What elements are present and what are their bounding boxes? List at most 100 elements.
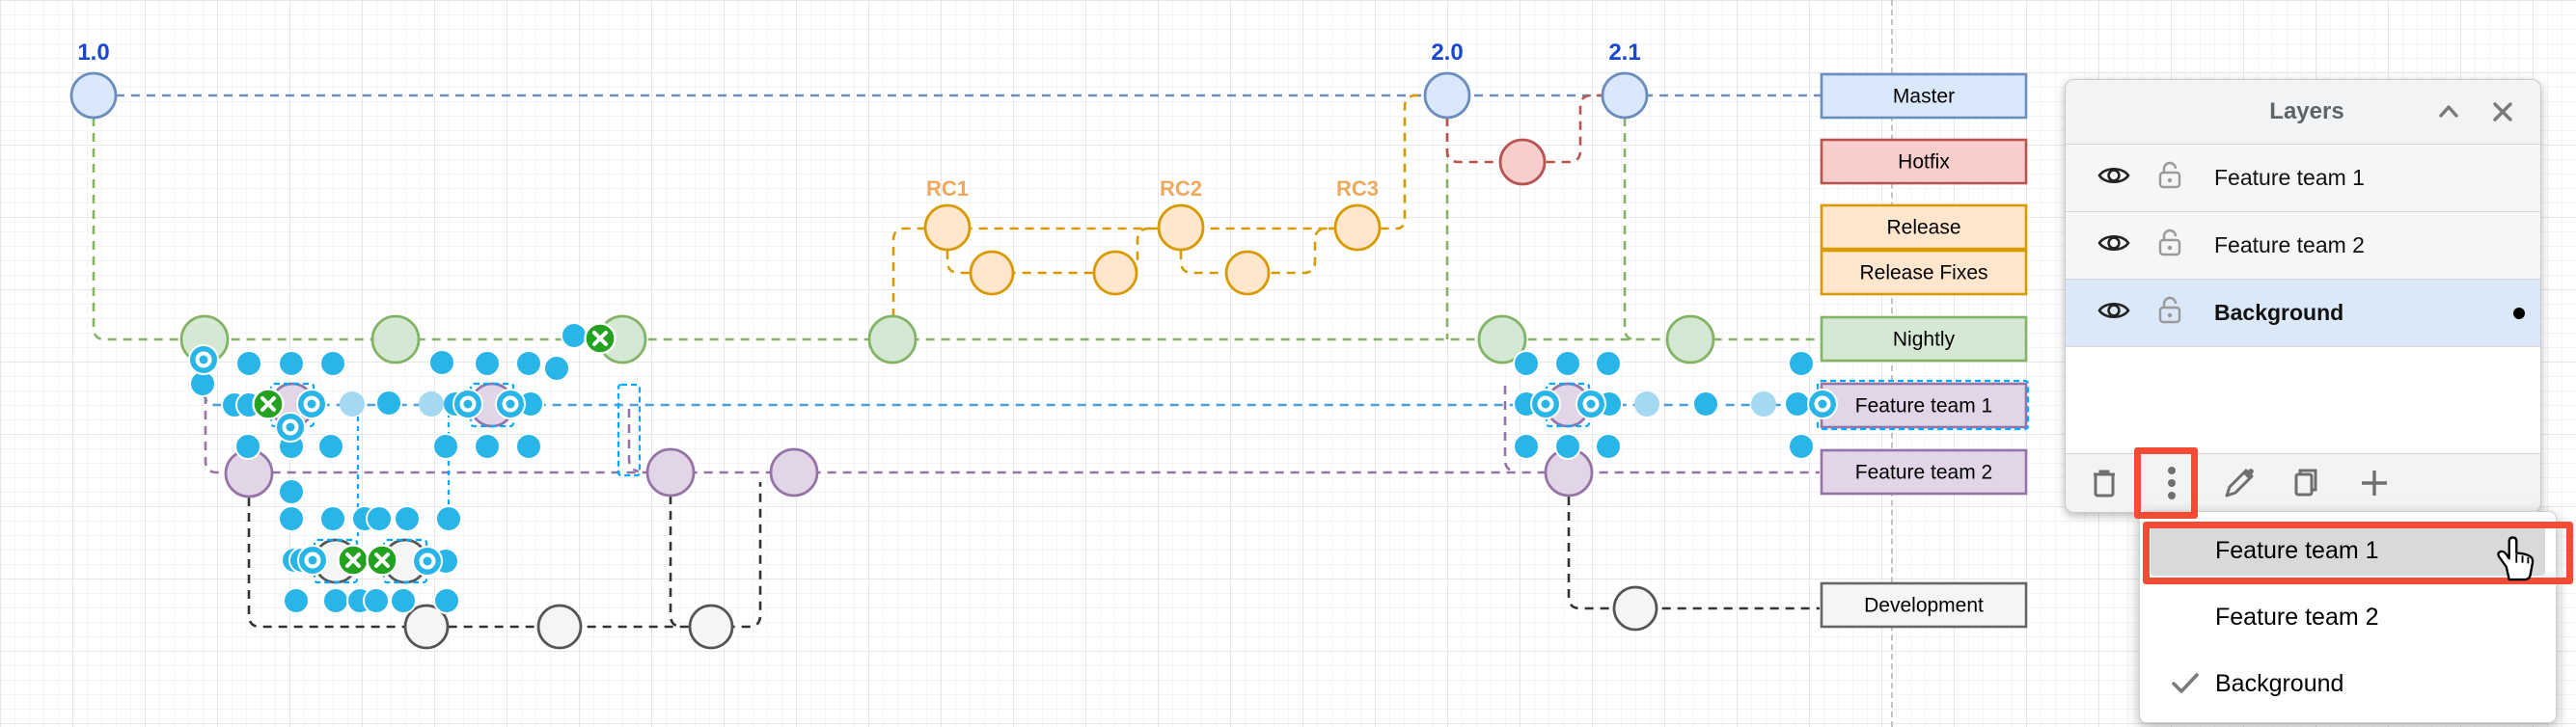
selection-handle[interactable] bbox=[283, 587, 310, 614]
commit-node[interactable] bbox=[969, 250, 1015, 296]
duplicate-layer-button[interactable] bbox=[2288, 464, 2326, 502]
commit-node[interactable] bbox=[536, 604, 583, 650]
commit-node[interactable] bbox=[403, 604, 450, 650]
delete-layer-button[interactable] bbox=[2085, 464, 2124, 502]
selection-handle[interactable] bbox=[474, 433, 501, 460]
branch-label-box[interactable] bbox=[1820, 448, 2028, 496]
selection-handle[interactable] bbox=[366, 505, 393, 532]
commit-node[interactable] bbox=[769, 447, 819, 498]
visibility-eye-icon[interactable] bbox=[2096, 162, 2131, 195]
branch-label-box[interactable] bbox=[1820, 249, 2028, 296]
selection-handle[interactable] bbox=[1554, 350, 1581, 377]
unlock-icon[interactable] bbox=[2156, 229, 2183, 263]
unlock-icon[interactable] bbox=[2156, 161, 2183, 196]
branch-label-box[interactable] bbox=[1820, 203, 2028, 251]
selection-handle[interactable] bbox=[1595, 433, 1622, 460]
selection-handle[interactable] bbox=[234, 433, 261, 460]
selection-handle[interactable] bbox=[390, 587, 417, 614]
commit-node[interactable] bbox=[1665, 314, 1715, 364]
selection-handle[interactable] bbox=[1513, 433, 1540, 460]
commit-node[interactable] bbox=[645, 447, 696, 498]
selection-handle[interactable] bbox=[433, 587, 460, 614]
commit-node[interactable] bbox=[1498, 138, 1547, 186]
commit-node[interactable] bbox=[1333, 203, 1382, 252]
branch-edge-nightly-merge-2.1[interactable] bbox=[1623, 118, 1636, 341]
branch-label-box[interactable] bbox=[1820, 138, 2028, 185]
visibility-eye-icon[interactable] bbox=[2096, 297, 2131, 330]
menu-item-background[interactable]: Background bbox=[2151, 659, 2545, 709]
layer-name[interactable]: Background bbox=[2214, 300, 2344, 325]
branch-edge-release-fixes-2[interactable] bbox=[1179, 227, 1334, 275]
layer-row-background[interactable]: Background bbox=[2066, 280, 2540, 347]
branch-edge-release-lane[interactable] bbox=[891, 94, 1424, 333]
kebab-menu-button[interactable] bbox=[2152, 464, 2191, 502]
commit-node[interactable] bbox=[867, 314, 918, 364]
selection-handle[interactable] bbox=[515, 433, 542, 460]
selection-handle[interactable] bbox=[435, 505, 462, 532]
unlock-icon[interactable] bbox=[2156, 296, 2183, 331]
selection-handle[interactable] bbox=[515, 350, 542, 377]
selection-handle[interactable] bbox=[1692, 390, 1719, 417]
selection-handle[interactable] bbox=[1554, 433, 1581, 460]
layer-row-feature-team-2[interactable]: Feature team 2 bbox=[2066, 212, 2540, 280]
selection-handle[interactable] bbox=[1788, 350, 1815, 377]
layer-name[interactable]: Feature team 2 bbox=[2214, 232, 2365, 257]
selection-handle[interactable] bbox=[317, 433, 344, 460]
selection-handle[interactable] bbox=[428, 349, 455, 376]
commit-node[interactable] bbox=[688, 604, 734, 650]
selection-handle[interactable] bbox=[375, 390, 402, 417]
selection-handle[interactable] bbox=[363, 587, 390, 614]
commit-node[interactable] bbox=[1612, 585, 1658, 632]
commit-node[interactable] bbox=[1423, 71, 1471, 120]
branch-edge-ft1-ft2-link-mid[interactable] bbox=[627, 409, 640, 473]
commit-node[interactable] bbox=[1157, 203, 1205, 252]
selection-handle[interactable] bbox=[543, 355, 570, 382]
waypoint-handle[interactable] bbox=[1634, 391, 1659, 417]
visibility-eye-icon[interactable] bbox=[2096, 229, 2131, 262]
branch-edge-dev-lane-right[interactable] bbox=[1567, 497, 1820, 610]
layer-row-feature-team-1[interactable]: Feature team 1 bbox=[2066, 145, 2540, 212]
branch-label-box[interactable] bbox=[1820, 581, 2028, 629]
selection-handle[interactable] bbox=[1784, 390, 1811, 417]
selection-handle[interactable] bbox=[278, 478, 305, 505]
commit-node[interactable] bbox=[370, 314, 421, 364]
selection-handle[interactable] bbox=[394, 505, 421, 532]
branch-edge-nightly-lane[interactable] bbox=[92, 118, 1822, 341]
selection-handle[interactable] bbox=[278, 350, 305, 377]
branch-label-box[interactable] bbox=[1820, 72, 2028, 120]
collapse-panel-button[interactable] bbox=[2432, 95, 2465, 128]
selection-handle[interactable] bbox=[235, 350, 262, 377]
edit-layer-button[interactable] bbox=[2220, 464, 2259, 502]
selection-handle[interactable] bbox=[319, 505, 346, 532]
menu-item-feature-team-1[interactable]: Feature team 1 bbox=[2151, 525, 2545, 576]
selection-handle[interactable] bbox=[561, 322, 588, 349]
selection-handle[interactable] bbox=[1788, 433, 1815, 460]
branch-edge-dev-branch-mid[interactable] bbox=[669, 496, 683, 629]
commit-node[interactable] bbox=[1092, 250, 1138, 296]
branch-edge-dev-lane-left[interactable] bbox=[247, 482, 762, 629]
layer-name[interactable]: Feature team 1 bbox=[2214, 165, 2365, 190]
branch-label-box[interactable] bbox=[1820, 315, 2028, 363]
selection-handle[interactable] bbox=[319, 350, 346, 377]
rc-label: RC1 bbox=[926, 176, 969, 201]
commit-node[interactable] bbox=[923, 203, 972, 252]
commit-node[interactable] bbox=[1477, 314, 1527, 364]
selection-handle[interactable] bbox=[474, 350, 501, 377]
selection-handle[interactable] bbox=[1513, 350, 1540, 377]
branch-edge-hotfix-lane[interactable] bbox=[1445, 94, 1602, 164]
commit-node[interactable] bbox=[1601, 71, 1649, 120]
branch-edge-ft1-ft2-link-right[interactable] bbox=[1503, 386, 1517, 473]
selection-handle[interactable] bbox=[432, 433, 459, 460]
commit-node[interactable] bbox=[69, 71, 118, 120]
selection-handle[interactable] bbox=[278, 505, 305, 532]
close-panel-button[interactable] bbox=[2486, 95, 2519, 128]
selection-handle[interactable] bbox=[1595, 350, 1622, 377]
commit-node[interactable] bbox=[1224, 250, 1271, 296]
branch-edge-ft2-lane[interactable] bbox=[204, 395, 1820, 474]
add-layer-button[interactable] bbox=[2355, 464, 2394, 502]
menu-item-feature-team-2[interactable]: Feature team 2 bbox=[2151, 592, 2545, 642]
waypoint-handle[interactable] bbox=[419, 391, 444, 417]
waypoint-handle[interactable] bbox=[340, 391, 365, 417]
selection-handle[interactable] bbox=[322, 587, 349, 614]
waypoint-handle[interactable] bbox=[1751, 391, 1776, 417]
